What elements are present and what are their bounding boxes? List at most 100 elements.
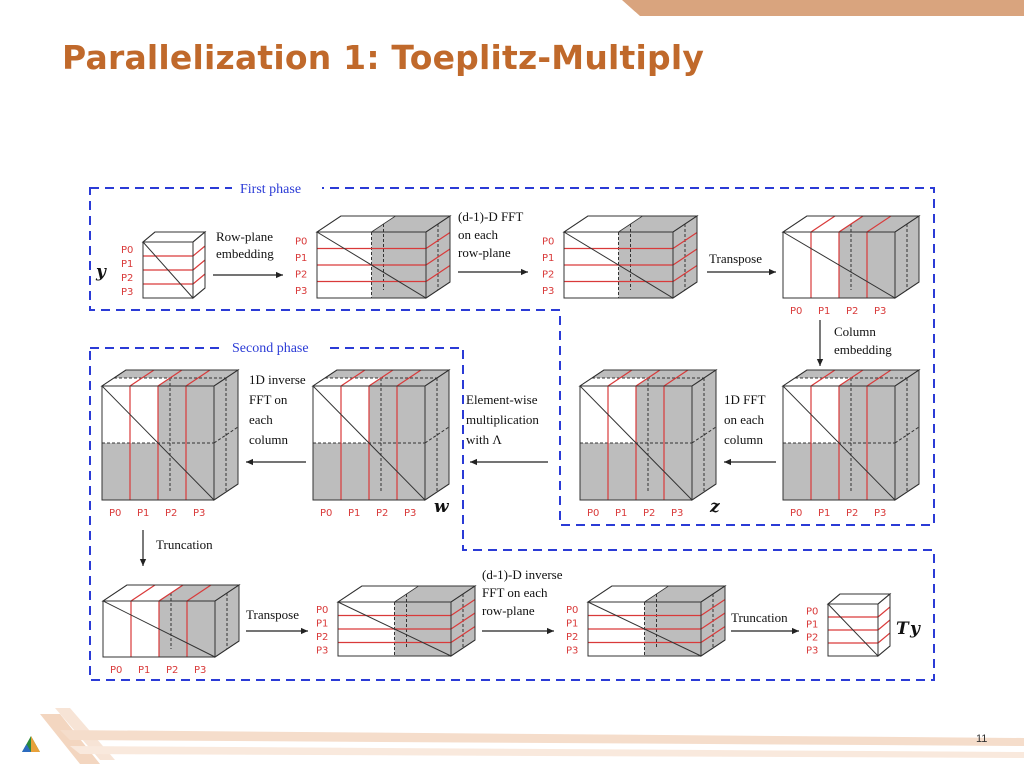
partition-line [672,248,698,266]
cube-outline [827,603,879,657]
cube-outline [102,600,216,658]
partition-line [838,215,864,233]
processor-label: P0 [566,605,578,616]
page-number: 11 [976,733,988,745]
cube-outline [101,385,215,501]
arrow-head [724,458,731,466]
partition-line [396,369,422,387]
processor-label: P0 [109,508,121,519]
cube-outline [579,385,693,501]
processor-label: P3 [806,646,818,657]
cube-outline [425,215,451,233]
arrow-column-embedding [816,320,824,366]
arrow-truncation-1 [139,530,147,566]
processor-label: P1 [348,508,360,519]
processor-label: P1 [137,508,149,519]
second-phase-label: Second phase [232,341,309,356]
cube-outline [579,369,717,501]
cube-outline [316,231,427,299]
variable-Ty-y: y [909,619,921,639]
processor-label: P1 [818,306,830,317]
transpose-label-1: Transpose [709,251,762,266]
ifft-1d-column-label-line: 1D inverse [249,372,306,387]
processor-label: P2 [566,632,578,643]
processor-label: P2 [846,508,858,519]
truncation-label-2: Truncation [731,610,788,625]
processor-label: P1 [818,508,830,519]
cube-outline [424,369,450,387]
partition-line [877,632,891,644]
cube-outline [586,585,726,657]
partition-line [877,619,891,631]
cube-outline [563,215,698,299]
partition-line [866,369,892,387]
processor-label: P0 [316,605,328,616]
arrow-fft-row-plane [458,268,528,276]
partition-line [425,248,451,266]
variable-y: y [95,262,107,282]
ifft-row-plane-label-line: row-plane [482,603,535,618]
cube-outline [192,231,206,243]
processor-label: P1 [806,620,818,631]
cube-outline [827,593,891,657]
processor-label: P2 [121,273,133,284]
partition-line [192,245,206,257]
element-wise-label-line: multiplication [466,412,539,427]
processor-label: P1 [295,253,307,264]
ifft-1d-column-label-line: column [249,432,288,447]
partition-line [672,232,698,249]
variable-z: z [709,497,720,517]
partition-line [450,612,476,630]
arrow-head [521,268,528,276]
element-wise-label-line: with Λ [466,432,502,447]
processor-label: P3 [542,286,554,297]
partition-line [866,215,892,233]
variable-w: w [434,497,450,517]
processor-label: P0 [542,236,554,247]
arrow-element-wise [470,458,548,466]
cube-outline [782,369,920,501]
partition-line [672,265,698,282]
partition-line [158,584,184,602]
processor-label: P1 [121,259,133,270]
processor-label: P2 [846,306,858,317]
cube-outline [877,593,891,605]
slide-title: Parallelization 1: Toeplitz-Multiply [62,38,705,77]
arrow-head [470,458,477,466]
arrow-head [816,359,824,366]
partition-line [450,626,476,643]
partition-line [340,369,366,387]
arrow-head [246,458,253,466]
processor-label: P0 [806,607,818,618]
processor-label: P3 [193,508,205,519]
partition-line [368,369,394,387]
cube-outline [312,369,450,501]
processor-label: P0 [587,508,599,519]
top-accent-bar [0,0,1024,20]
cube-outline [214,584,240,602]
partition-line [810,215,836,233]
arrow-transpose-2 [246,627,308,635]
processor-label: P3 [194,665,206,676]
cube-outline [587,601,702,657]
partition-line [700,599,726,616]
partition-line [185,369,211,387]
partition-line [700,626,726,643]
cube-outline [450,585,476,603]
partition-line [838,369,864,387]
processor-label: P2 [295,269,307,280]
processor-label: P3 [874,306,886,317]
